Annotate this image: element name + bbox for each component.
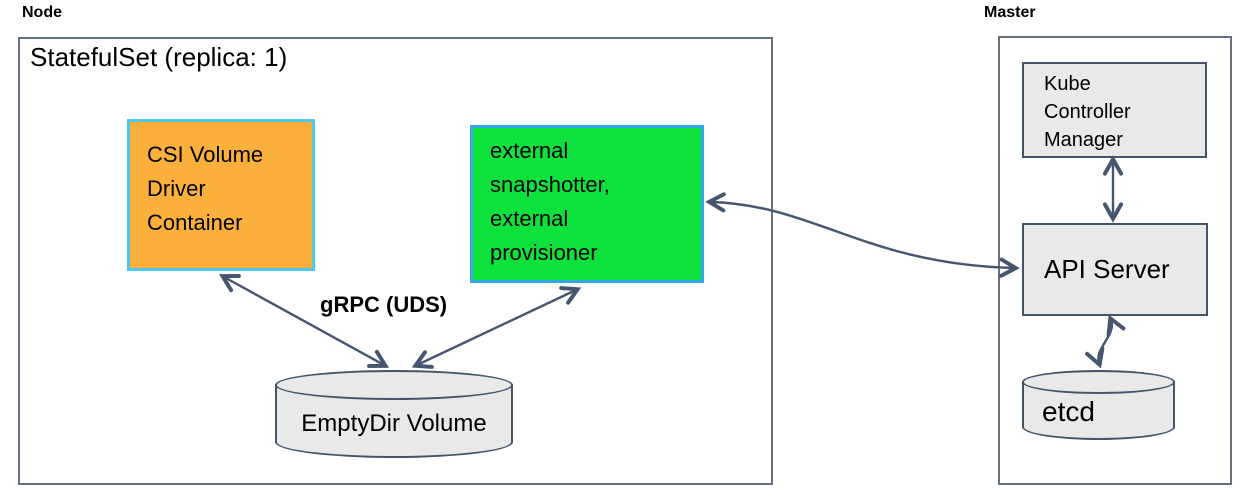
csi-box-line: CSI Volume — [147, 142, 264, 167]
external-sidecars-box: external snapshotter, external provision… — [470, 125, 704, 283]
csi-box-line: Driver — [147, 176, 206, 201]
master-box: Kube Controller Manager API Server etcd — [998, 36, 1232, 485]
sidecars-box-line: snapshotter, — [490, 172, 610, 197]
master-section-label: Master — [984, 4, 1036, 21]
api-server-box: API Server — [1022, 223, 1208, 316]
kcm-box-line: Kube — [1044, 73, 1091, 95]
etcd-cylinder: etcd — [1022, 370, 1175, 440]
emptydir-volume-cylinder: EmptyDir Volume — [275, 370, 513, 458]
cylinder-top-ellipse — [275, 370, 513, 400]
node-box: StatefulSet (replica: 1) CSI Volume Driv… — [18, 37, 773, 485]
api-server-label: API Server — [1044, 254, 1170, 284]
node-section-label: Node — [22, 4, 62, 21]
emptydir-volume-label: EmptyDir Volume — [301, 410, 487, 437]
csi-volume-driver-container-box: CSI Volume Driver Container — [127, 119, 315, 271]
sidecars-box-line: external — [490, 138, 569, 163]
cylinder-top-ellipse — [1022, 370, 1175, 394]
statefulset-title: StatefulSet (replica: 1) — [30, 42, 288, 72]
kube-controller-manager-box: Kube Controller Manager — [1022, 62, 1207, 158]
sidecars-box-line: external — [490, 206, 569, 231]
sidecars-box-line: provisioner — [490, 240, 598, 265]
csi-box-line: Container — [147, 210, 243, 235]
kcm-box-line: Controller — [1044, 101, 1131, 123]
kcm-box-line: Manager — [1044, 129, 1123, 151]
grpc-uds-label: gRPC (UDS) — [320, 292, 448, 317]
etcd-label: etcd — [1042, 396, 1095, 427]
